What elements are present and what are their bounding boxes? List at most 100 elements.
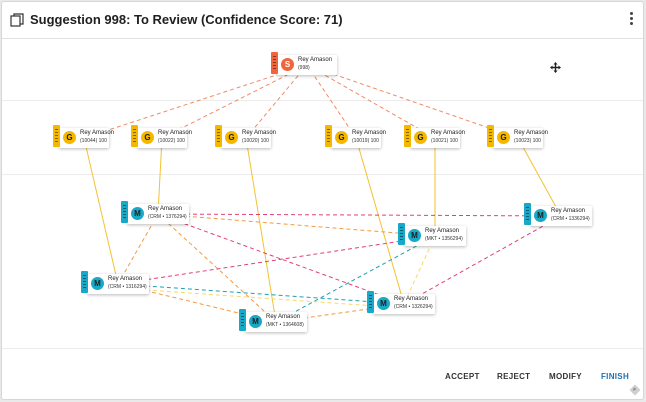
node-id: (10022) 10022 xyxy=(158,138,185,144)
node-drag-handle[interactable] xyxy=(325,125,332,147)
edge-m1356294-m1364608 xyxy=(275,235,436,323)
copy-icon xyxy=(10,13,24,27)
node-m1376294[interactable]: M Rey Amason (CRM • 1376294) CRM xyxy=(121,201,189,224)
node-name: Rey Amason xyxy=(80,130,115,136)
node-name: Rey Amason xyxy=(352,130,387,136)
node-id: (CRM • 1336294) CRM xyxy=(551,216,590,222)
node-type-icon: M xyxy=(249,315,262,328)
modify-button[interactable]: MODIFY xyxy=(549,372,582,381)
node-drag-handle[interactable] xyxy=(53,125,60,147)
node-drag-handle[interactable] xyxy=(215,125,222,147)
node-type-icon: G xyxy=(141,131,154,144)
node-s998[interactable]: S Rey Amason (998) xyxy=(271,52,337,75)
node-drag-handle[interactable] xyxy=(81,271,88,293)
node-id: (CRM • 1326294) CRM xyxy=(394,304,433,310)
edge-m1356294-m1316294 xyxy=(117,235,436,285)
edge-m1316294-m1326294 xyxy=(117,287,405,309)
node-drag-handle[interactable] xyxy=(239,309,246,331)
node-id: (10023) 10023 xyxy=(514,138,541,144)
node-name: Rey Amason xyxy=(514,130,549,136)
node-drag-handle[interactable] xyxy=(121,201,128,223)
edge-s998-g10022 xyxy=(161,64,308,139)
node-drag-handle[interactable] xyxy=(131,125,138,147)
node-name: Rey Amason xyxy=(242,130,277,136)
edge-g10044-m1316294 xyxy=(83,137,119,285)
node-type-icon: G xyxy=(335,131,348,144)
node-name: Rey Amason xyxy=(425,228,460,234)
node-m1326294[interactable]: M Rey Amason (CRM • 1326294) CRM xyxy=(367,291,435,314)
edge-m1376294-m1356294 xyxy=(157,213,436,237)
edge-m1336294-m1326294 xyxy=(403,215,562,305)
node-m1356294[interactable]: M Rey Amason (MKT • 1356294) MKT xyxy=(398,223,466,246)
edge-m1316294-m1326294 xyxy=(117,283,405,305)
node-g10044[interactable]: G Rey Amason (10044) 10044 xyxy=(53,125,114,148)
edge-m1356294-m1326294 xyxy=(403,235,436,305)
node-type-icon: M xyxy=(131,207,144,220)
node-name: Rey Amason xyxy=(551,208,586,214)
edge-m1376294-m1326294 xyxy=(157,213,405,305)
edge-g10022-m1376294 xyxy=(157,137,163,215)
card-header: Suggestion 998: To Review (Confidence Sc… xyxy=(2,2,643,39)
edge-g10020-m1364608 xyxy=(245,137,277,323)
node-drag-handle[interactable] xyxy=(524,203,531,225)
accept-button[interactable]: ACCEPT xyxy=(445,372,480,381)
node-name: Rey Amason xyxy=(431,130,466,136)
edge-s998-g10044 xyxy=(83,64,308,139)
node-type-icon: M xyxy=(377,297,390,310)
move-icon[interactable] xyxy=(550,62,561,73)
node-id: (10019) 10019 xyxy=(352,138,379,144)
node-id: (10044) 10044 xyxy=(80,138,107,144)
node-id: (CRM • 1376294) CRM xyxy=(148,214,187,220)
node-m1316294[interactable]: M Rey Amason (CRM • 1316294) CRM xyxy=(81,271,149,294)
card-footer xyxy=(2,348,643,399)
node-id: (10021) 10021 xyxy=(431,138,458,144)
node-g10021[interactable]: G Rey Amason (10021) 10021 xyxy=(404,125,465,148)
page-title: Suggestion 998: To Review (Confidence Sc… xyxy=(30,12,343,27)
node-name: Rey Amason xyxy=(266,314,301,320)
node-id: (MKT • 1364608) MKT xyxy=(266,322,305,328)
node-name: Rey Amason xyxy=(158,130,193,136)
node-type-icon: S xyxy=(281,58,294,71)
edge-g10019-m1326294 xyxy=(355,137,405,305)
tier-divider xyxy=(2,174,643,175)
node-type-icon: G xyxy=(225,131,238,144)
node-drag-handle[interactable] xyxy=(404,125,411,147)
node-drag-handle[interactable] xyxy=(271,52,278,74)
tier-divider xyxy=(2,100,643,101)
node-id: (CRM • 1316294) CRM xyxy=(108,284,147,290)
feedback-icon[interactable] xyxy=(629,384,641,396)
node-type-icon: M xyxy=(534,209,547,222)
edge-s998-g10020 xyxy=(245,64,308,139)
edge-g10023-m1336294 xyxy=(517,137,562,217)
graph-edges xyxy=(83,64,562,323)
node-type-icon: M xyxy=(408,229,421,242)
edge-m1376294-m1364608 xyxy=(157,213,277,323)
reject-button[interactable]: REJECT xyxy=(497,372,531,381)
node-drag-handle[interactable] xyxy=(367,291,374,313)
edge-m1376294-m1336294 xyxy=(157,213,562,217)
node-m1364608[interactable]: M Rey Amason (MKT • 1364608) MKT xyxy=(239,309,307,332)
node-name: Rey Amason xyxy=(298,57,333,63)
node-id: (MKT • 1356294) MKT xyxy=(425,236,464,242)
more-vert-icon[interactable] xyxy=(627,12,635,28)
node-id: (10020) 10020 xyxy=(242,138,269,144)
node-type-icon: G xyxy=(414,131,427,144)
node-drag-handle[interactable] xyxy=(487,125,494,147)
node-g10022[interactable]: G Rey Amason (10022) 10022 xyxy=(131,125,192,148)
node-type-icon: G xyxy=(63,131,76,144)
node-g10019[interactable]: G Rey Amason (10019) 10019 xyxy=(325,125,386,148)
node-name: Rey Amason xyxy=(394,296,429,302)
node-g10023[interactable]: G Rey Amason (10023) 10023 xyxy=(487,125,548,148)
node-id: (998) xyxy=(298,65,310,71)
node-name: Rey Amason xyxy=(148,206,183,212)
edge-s998-g10019 xyxy=(306,64,357,139)
node-name: Rey Amason xyxy=(108,276,143,282)
node-g10020[interactable]: G Rey Amason (10020) 10020 xyxy=(215,125,276,148)
node-m1336294[interactable]: M Rey Amason (CRM • 1336294) CRM xyxy=(524,203,592,226)
node-drag-handle[interactable] xyxy=(398,223,405,245)
node-type-icon: G xyxy=(497,131,510,144)
node-type-icon: M xyxy=(91,277,104,290)
finish-button[interactable]: FINISH xyxy=(601,372,630,381)
edge-s998-g10021 xyxy=(306,64,436,139)
